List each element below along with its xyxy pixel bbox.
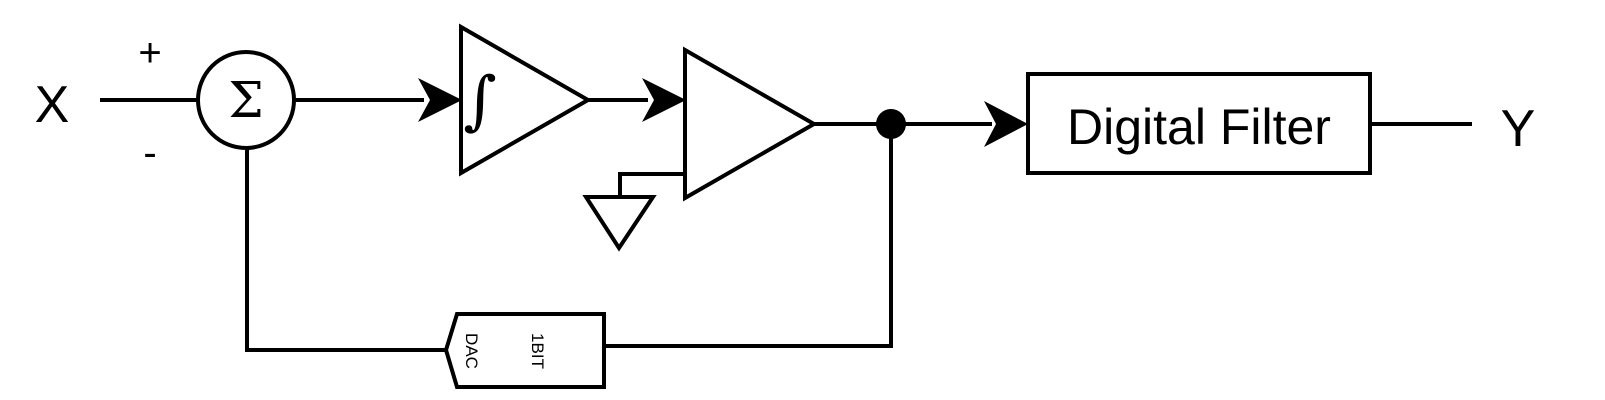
feedback-wire-to-dac: [602, 122, 893, 348]
arrowhead-icon: [418, 78, 462, 122]
integrator-block: ∫: [459, 23, 593, 177]
output-label: Y: [1501, 100, 1536, 158]
digital-filter-label: Digital Filter: [1067, 99, 1331, 155]
dac-label: DAC: [462, 333, 481, 369]
sigma-icon: Σ: [228, 71, 263, 129]
integral-icon: ∫: [463, 64, 496, 138]
arrowhead-icon: [984, 101, 1028, 147]
summing-junction: Σ: [196, 50, 296, 150]
ground-icon: [582, 195, 657, 252]
plus-sign: +: [138, 31, 161, 75]
input-label: X: [35, 76, 70, 134]
feedback-wire-to-summer: [245, 146, 449, 352]
dac-bit-label: 1BIT: [528, 333, 547, 369]
comparator-block: [683, 46, 819, 202]
dac-block: 1BIT DAC: [443, 312, 606, 389]
digital-filter-block: Digital Filter: [1026, 72, 1372, 175]
ground-wire: [618, 172, 687, 199]
arrowhead-icon: [642, 78, 686, 122]
minus-sign: -: [143, 131, 156, 175]
